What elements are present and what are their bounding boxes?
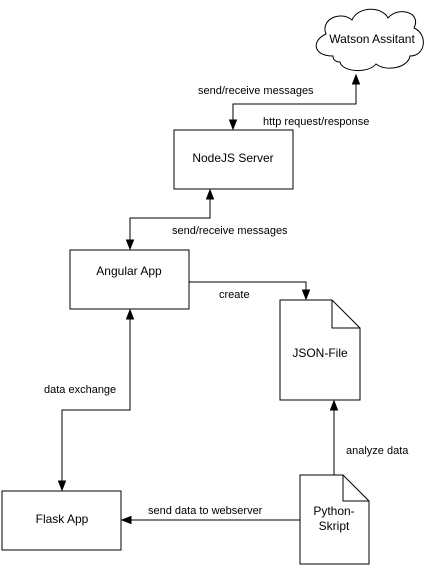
angular-app-node[interactable]: Angular App: [69, 249, 190, 310]
edge-label-watson-send-receive: send/receive messages: [198, 85, 314, 97]
json-file-shape: [279, 299, 361, 401]
watson-assistant-label: Watson Assitant: [329, 32, 415, 46]
edge-python-json: [329, 399, 339, 475]
arrowhead-up-icon: [351, 73, 361, 85]
python-script-label-line2: Skript: [319, 519, 350, 533]
edge-angular-flask-line: [61, 317, 131, 483]
edge-angular-flask: [57, 308, 135, 492]
arrowhead-up-icon: [329, 399, 339, 411]
json-file-node[interactable]: JSON-File: [279, 299, 361, 401]
nodejs-server-node[interactable]: NodeJS Server: [173, 129, 294, 190]
watson-assistant-node[interactable]: Watson Assitant: [315, 8, 424, 71]
flask-app-node[interactable]: Flask App: [1, 490, 122, 551]
arrowhead-up-icon: [125, 308, 135, 320]
nodejs-server-label: NodeJS Server: [192, 151, 273, 165]
arrowhead-down-icon: [57, 480, 67, 492]
nodejs-server-box: [173, 129, 294, 190]
python-script-label-line1: Python-: [313, 504, 354, 518]
cloud-shape: [315, 8, 424, 71]
edge-nodejs-angular: [125, 188, 215, 251]
json-file-label: JSON-File: [292, 346, 348, 360]
flask-app-label: Flask App: [36, 512, 89, 526]
edge-watson-nodejs: [228, 73, 361, 131]
arrowhead-down-icon: [228, 119, 238, 131]
arrowhead-up-icon: [205, 188, 215, 200]
edge-label-data-exchange: data exchange: [44, 384, 116, 396]
angular-app-box: [69, 249, 190, 310]
arrowhead-left-icon: [120, 515, 132, 525]
flask-app-box: [1, 490, 122, 551]
arrowhead-down-icon: [125, 239, 135, 251]
edge-python-flask: [120, 515, 300, 525]
edge-angular-json: [189, 281, 311, 301]
python-script-node[interactable]: Python- Skript: [299, 474, 370, 565]
python-script-shape: [299, 474, 370, 565]
python-script-fold: [342, 475, 369, 502]
json-file-fold: [331, 300, 360, 329]
arrowhead-down-icon: [301, 289, 311, 301]
edge-nodejs-angular-line: [129, 197, 211, 242]
edge-label-send-data-to-webserver: send data to webserver: [148, 505, 263, 517]
edge-label-http-request-response: http request/response: [263, 116, 369, 128]
edge-label-analyze-data: analyze data: [346, 445, 409, 457]
edge-label-nodejs-send-receive: send/receive messages: [172, 225, 288, 237]
angular-app-label: Angular App: [96, 264, 162, 278]
edge-label-create: create: [219, 289, 250, 301]
edge-angular-json-line: [189, 281, 307, 292]
edge-watson-nodejs-line: [232, 82, 357, 122]
